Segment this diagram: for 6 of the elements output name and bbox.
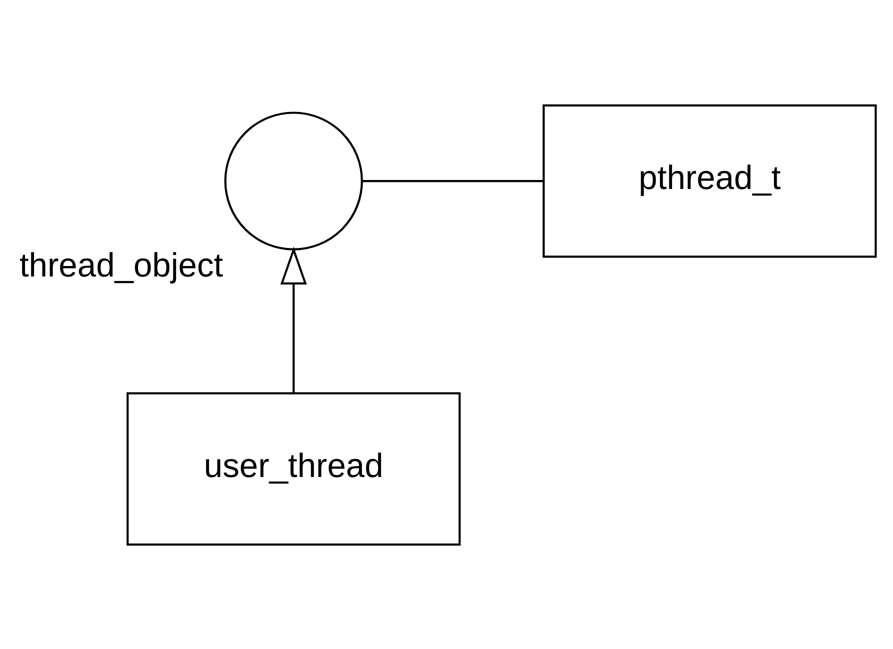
node-label: thread_object xyxy=(19,246,224,284)
node-box: user_thread xyxy=(126,392,461,546)
node-box: pthread_t xyxy=(542,104,877,258)
node-circle xyxy=(224,111,363,250)
connector xyxy=(362,180,544,182)
arrow xyxy=(280,246,307,393)
